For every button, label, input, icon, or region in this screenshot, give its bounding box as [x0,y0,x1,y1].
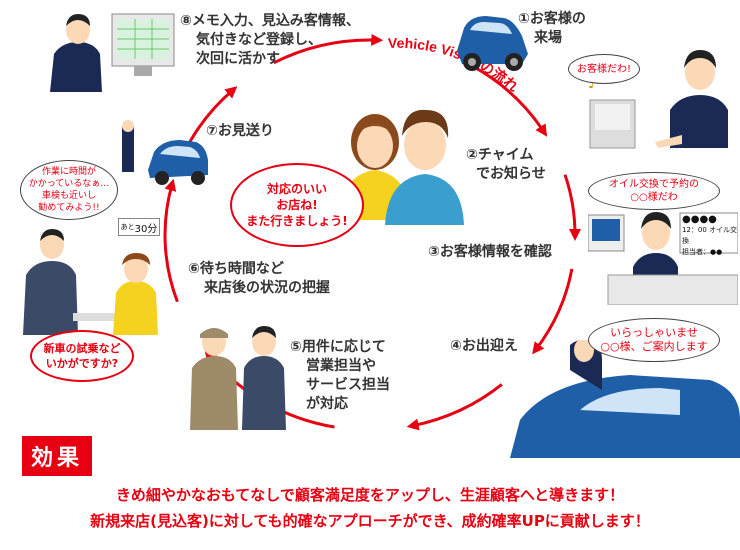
departing-car-illustration [122,120,208,185]
step-7-label: ⑦お見送り [206,123,274,139]
timer-value: 30分 [134,223,158,235]
staff-think-bubble: 作業に時間が かかっているなぁ… 車検も近いし 勧めてみよう!! [20,160,118,220]
mechanic-sales-illustration [190,326,286,430]
step-8-label: ⑧メモ入力、見込み客情報、 気付きなど登録し、 次回に活かす [180,13,360,67]
customer-voice-bubble: 対応のいい お店ね! また行きましょう! [230,163,364,247]
screen-info: ●●●● 12：00 オイル交換 担当者：●● [682,214,740,258]
staff-oil-bubble: オイル交換で予約の ○○様だわ [588,172,720,210]
receptionist-chime-illustration: ♪ [588,50,728,149]
screen-dots: ●●●● [682,214,717,225]
step-5-label: ⑤用件に応じて 営業担当や サービス担当 が対応 [290,339,390,412]
effect-line-1: きめ細やかなおもてなしで顧客満足度をアップし、生涯顧客へと導きます！ [115,486,625,504]
screen-info-line-1: 12：00 オイル交換 [682,226,738,245]
effect-badge: 効果 [22,436,92,476]
timer-prefix: あと [120,223,135,231]
svg-text:♪: ♪ [588,76,597,92]
arriving-car-icon [457,16,528,71]
sales-consulting-illustration [23,229,158,335]
staff-welcome-bubble: いらっしゃいませ ○○様、ご案内します [588,318,720,362]
flow-arrow-3 [563,174,582,241]
flow-arrow-5 [406,383,503,431]
step-6-label: ⑥待ち時間など 来店後の状況の把握 [188,261,330,296]
step-2-label: ②チャイム でお知らせ [466,147,546,182]
step-1-label: ①お客様の 来場 [518,11,586,46]
receptionist-screen-illustration [588,212,738,305]
sales-suggest-bubble: 新車の試乗など いかがですか? [30,330,134,382]
screen-info-line-2: 担当者：●● [682,248,723,256]
flow-arrow-1 [273,33,384,65]
flow-arrow-4 [532,268,574,355]
flow-arrow-2 [471,64,548,137]
step-4-label: ④お出迎え [450,338,518,354]
customer-couple-illustration [340,109,464,225]
staff-arrival-bubble: お客様だわ! [568,54,640,84]
flow-arrow-7 [163,178,179,303]
effect-line-2: 新規来店(見込客)に対しても的確なアプローチができ、成約確率UPに貢献します！ [90,512,650,530]
step-3-label: ③お客様情報を確認 [428,244,552,260]
welcome-car-illustration [510,340,740,458]
staff-computer-illustration [50,13,175,92]
